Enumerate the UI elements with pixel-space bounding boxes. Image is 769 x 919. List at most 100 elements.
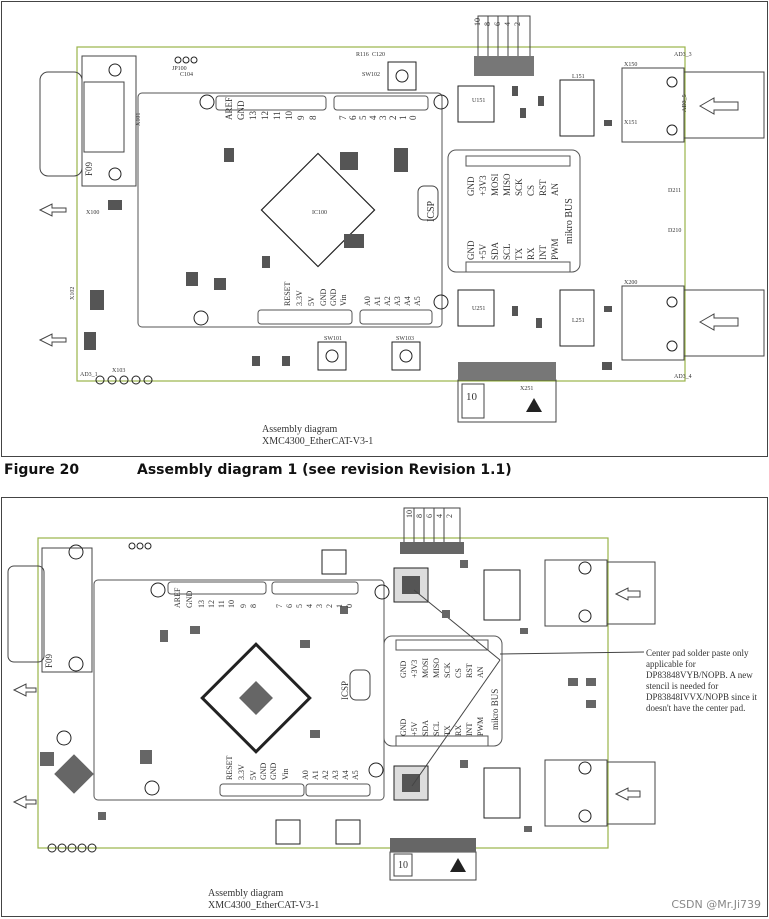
mikrobus-right-label: GND bbox=[466, 240, 476, 260]
hdr-bottom-label: A2 bbox=[383, 296, 392, 306]
hdr-bottom-label-2: A5 bbox=[351, 770, 360, 780]
ref-label: C104 bbox=[180, 72, 193, 78]
hdr-top-label: GND bbox=[236, 100, 246, 120]
icsp-header-1 bbox=[417, 185, 439, 221]
hdr-bottom-label: Vin bbox=[339, 294, 348, 306]
ref-label: AD3_4 bbox=[674, 374, 692, 380]
hdr-top-label-2: 8 bbox=[249, 604, 258, 608]
hdr-top-label: 0 bbox=[408, 115, 418, 120]
conn-pin-label-2: 2 bbox=[445, 514, 454, 518]
hdr-top-label: 3 bbox=[378, 115, 388, 120]
mikrobus-left-label-2: MOSI bbox=[421, 658, 430, 678]
hdr-top-label: 8 bbox=[308, 115, 318, 120]
conn-pin-2-1: 2 bbox=[513, 22, 522, 26]
hdr-top-label-2: 13 bbox=[197, 600, 206, 608]
pcb-outline-1 bbox=[76, 46, 686, 382]
db9-connector-1 bbox=[39, 55, 137, 187]
mikrobus-right-label: PWM bbox=[550, 238, 560, 260]
mikrobus-right-label-2: SCL bbox=[432, 721, 441, 736]
assembly-label-2-line2: XMC4300_EtherCAT-V3-1 bbox=[208, 900, 320, 911]
assembly-label-1: Assembly diagram XMC4300_EtherCAT-V3-1 bbox=[262, 424, 373, 448]
ref-label: L251 bbox=[572, 318, 585, 324]
hdr-top-label: AREF bbox=[224, 97, 234, 120]
conn-pin-label-2: 10 bbox=[405, 510, 414, 518]
hdr-bottom-label-2: 3.3V bbox=[237, 764, 246, 780]
assembly-label-2-line1: Assembly diagram bbox=[208, 888, 284, 899]
mikrobus-right-label-2: TX bbox=[443, 725, 452, 736]
ref-label: SW102 bbox=[362, 72, 380, 78]
ref-label: L151 bbox=[572, 74, 585, 80]
hdr-top-label-2: 9 bbox=[239, 604, 248, 608]
rj45-lower-1 bbox=[621, 285, 765, 361]
assembly-label-2: Assembly diagram XMC4300_EtherCAT-V3-1 bbox=[208, 888, 319, 912]
mikrobus-right-label-2: INT bbox=[465, 723, 474, 736]
hdr-top-label-2: 7 bbox=[275, 604, 284, 608]
mikrobus-right-label: +5V bbox=[478, 243, 488, 260]
hdr-bottom-label: GND bbox=[329, 288, 338, 306]
mikrobus-label-1: mikro BUS bbox=[564, 198, 575, 244]
hdr-bottom-label-2: GND bbox=[269, 762, 278, 780]
bottom-connector-1 bbox=[457, 362, 557, 423]
mikrobus-right-label: INT bbox=[538, 245, 548, 260]
figure-caption: Figure 20 Assembly diagram 1 (see revisi… bbox=[0, 460, 769, 484]
ref-label: AD3_1 bbox=[80, 372, 98, 378]
mikrobus-left-label: GND bbox=[466, 176, 476, 196]
hdr-bottom-label-2: 5V bbox=[249, 770, 258, 780]
mikrobus-right-label: SCL bbox=[502, 243, 512, 260]
hdr-bottom-label: A3 bbox=[393, 296, 402, 306]
mikrobus-left-label: SCK bbox=[514, 178, 524, 196]
hdr-bottom-label: RESET bbox=[283, 281, 292, 306]
mikrobus-right-label-2: GND bbox=[399, 718, 408, 736]
transformer-lower-2 bbox=[483, 767, 521, 819]
ref-label: X251 bbox=[520, 386, 533, 392]
hdr-bottom-label: A4 bbox=[403, 296, 412, 306]
mikrobus-right-label: RX bbox=[526, 247, 536, 260]
transformer-l251-1 bbox=[559, 289, 595, 347]
mikrobus-left-label: MOSI bbox=[490, 173, 500, 196]
hdr-bottom-label: A5 bbox=[413, 296, 422, 306]
sw101-button-1 bbox=[317, 341, 347, 371]
hdr-top-label: 9 bbox=[296, 115, 306, 120]
stencil-note: Center pad solder paste only applicable … bbox=[646, 648, 758, 713]
icsp-label-1: ICSP bbox=[426, 200, 437, 222]
conn-pin-8-1: 8 bbox=[483, 22, 492, 26]
figure-number: Figure 20 bbox=[4, 462, 80, 478]
mikrobus-left-label-2: GND bbox=[399, 660, 408, 678]
hdr-top-label: 12 bbox=[260, 111, 270, 120]
hdr-top-label-2: 5 bbox=[295, 604, 304, 608]
ref-label: X102 bbox=[70, 287, 76, 300]
mikrobus-left-label-2: CS bbox=[454, 668, 463, 678]
ref-label: X150 bbox=[624, 62, 637, 68]
mikrobus-left-label: +3V3 bbox=[478, 175, 488, 196]
hdr-top-label-2: 12 bbox=[207, 600, 216, 608]
hdr-bottom-label-2: Vin bbox=[281, 768, 290, 780]
mikrobus-left-label: MISO bbox=[502, 173, 512, 196]
hdr-bottom-label: A0 bbox=[363, 296, 372, 306]
ref-label: IC100 bbox=[312, 210, 327, 216]
ref-label: X101 bbox=[136, 113, 142, 126]
transformer-upper-2 bbox=[483, 569, 521, 621]
mikrobus-left-label-2: +3V3 bbox=[410, 660, 419, 678]
conn-pin-label-2: 6 bbox=[425, 514, 434, 518]
ref-label: SW101 bbox=[324, 336, 342, 342]
hdr-top-label: 13 bbox=[248, 111, 258, 121]
ref-label: SW103 bbox=[396, 336, 414, 342]
shield-area-1 bbox=[137, 92, 443, 328]
hdr-top-label-2: 11 bbox=[217, 600, 226, 608]
left-arrow-1a bbox=[38, 203, 67, 217]
mikrobus-header-bottom-1 bbox=[465, 261, 571, 273]
mikrobus-right-label: TX bbox=[514, 248, 524, 260]
rj45-upper-1 bbox=[621, 67, 765, 143]
ref-label: JP100 bbox=[172, 66, 187, 72]
conn-pin-10-1: 10 bbox=[473, 18, 482, 26]
ref-label: AD3_5 bbox=[682, 94, 688, 112]
hdr-top-label: 4 bbox=[368, 115, 378, 120]
arduino-header-bottom-1 bbox=[257, 309, 433, 325]
left-arrow-1b bbox=[38, 333, 67, 347]
mikrobus-left-label-2: SCK bbox=[443, 662, 452, 678]
pcb-outline-2 bbox=[37, 537, 609, 849]
hdr-bottom-label-2: A4 bbox=[341, 770, 350, 780]
conn-pin-label-2: 8 bbox=[415, 514, 424, 518]
hdr-top-label: 11 bbox=[272, 111, 282, 120]
phy-u151-1 bbox=[457, 85, 495, 123]
